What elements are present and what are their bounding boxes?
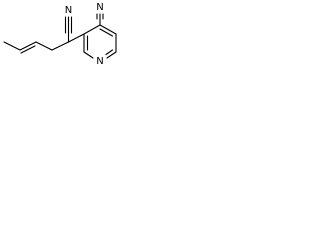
- central-carbon-bonds: [51, 32, 85, 51]
- ring-bond-2: [83, 24, 101, 35]
- molecule-diagram: N N: [0, 0, 122, 93]
- pyridine-ring: N: [83, 24, 117, 67]
- bond-chain-3: [3, 41, 21, 51]
- structure-drawing: N N: [3, 2, 117, 67]
- nitrile-group-left: N: [65, 5, 72, 34]
- nitrile-n-left-label: N: [65, 5, 72, 16]
- bond-chain-1: [35, 41, 53, 51]
- ring-bond-5: [106, 51, 117, 59]
- ring-n-label: N: [96, 56, 103, 67]
- nitrile-n-right-label: N: [96, 2, 103, 13]
- ring-bond-3: [99, 24, 117, 35]
- bond-chain-2b: [20, 45, 36, 54]
- bond-center-to-ring: [67, 33, 85, 43]
- nitrile-group-right: N: [96, 2, 104, 26]
- ring-bond-6: [83, 51, 94, 59]
- alkenyl-chain: [3, 41, 53, 54]
- bond-center-to-chain: [51, 41, 70, 51]
- ring-bond-5-inner: [105, 49, 114, 56]
- ring-bond-3-inner: [99, 28, 114, 37]
- bond-chain-2a: [19, 41, 37, 51]
